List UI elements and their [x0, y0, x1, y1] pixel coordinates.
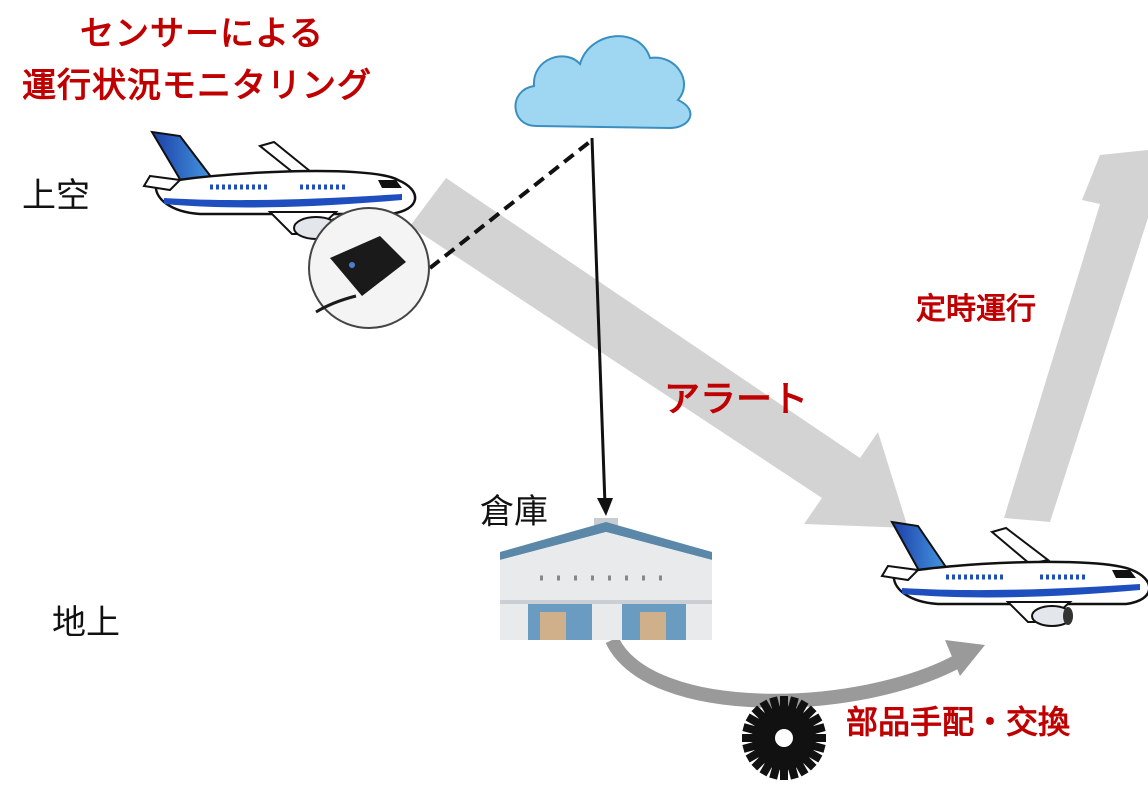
title-line-1: センサーによる: [80, 14, 324, 54]
alert-label: アラート: [664, 379, 809, 420]
parts-replacement-label: 部品手配・交換: [846, 703, 1071, 741]
alert-flow-arrow: [410, 178, 908, 528]
warehouse-label: 倉庫: [480, 492, 548, 532]
ground-zone-label: 地上: [52, 603, 120, 643]
sky-zone-label: 上空: [22, 176, 90, 216]
ground-airplane-icon: [880, 520, 1148, 627]
title-line-2: 運行状況モニタリング: [22, 66, 372, 106]
cloud-warehouse-arrow: [590, 137, 613, 516]
cloud-icon: [514, 35, 692, 130]
sky-airplane-icon: [142, 130, 417, 240]
on-time-flow-arrow: [1004, 150, 1148, 522]
parts-flow-arrow: [605, 636, 985, 708]
sensor-cloud-link: [428, 138, 594, 270]
gear-icon: [742, 696, 826, 780]
on-time-operation-label: 定時運行: [916, 292, 1036, 327]
sensor-icon: [308, 207, 430, 329]
warehouse-icon: [500, 518, 712, 640]
